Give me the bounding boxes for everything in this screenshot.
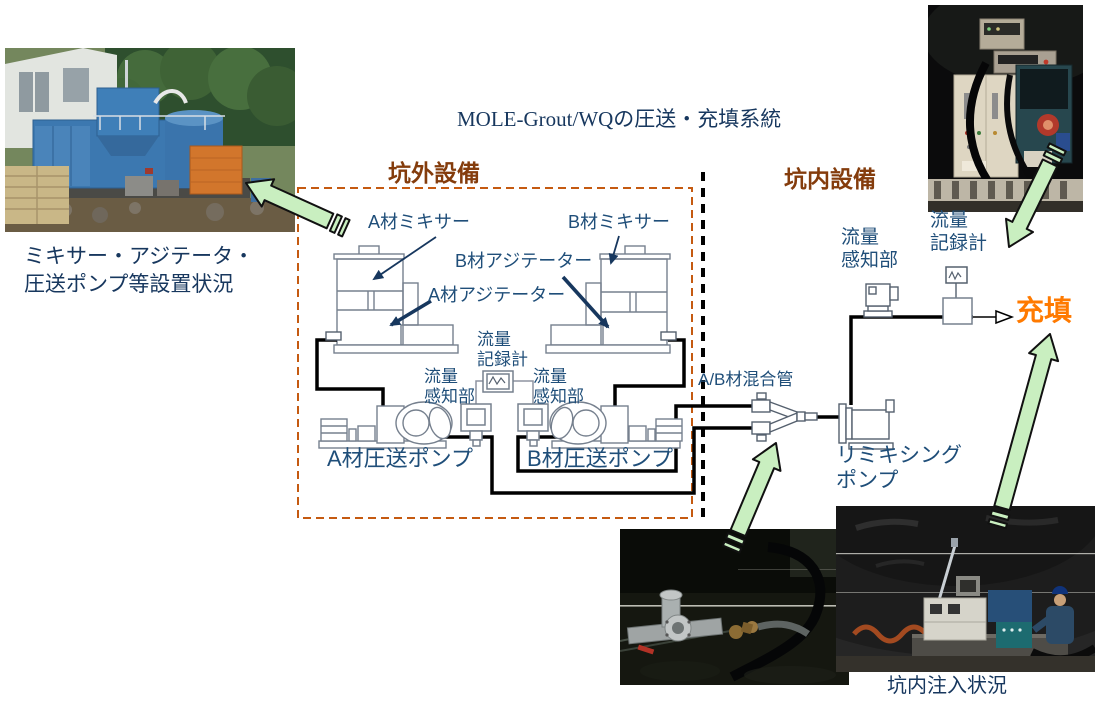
flow-recorder-center-drawing	[482, 370, 514, 393]
green-arrow-to-mixing-pipe	[721, 442, 782, 554]
fill-arrowhead	[995, 309, 1015, 325]
pump-b-label: B材圧送ポンプ	[527, 446, 674, 471]
photo-tunnel-pipes	[620, 529, 849, 685]
mixer-b-label: B材ミキサー	[568, 212, 671, 232]
mixer-a-pointer-arrow	[372, 236, 437, 281]
photo-tunnel-injection	[836, 506, 1095, 672]
pipe-pump-b-to-mixing	[516, 404, 766, 473]
inside-equipment-heading: 坑内設備	[784, 166, 876, 192]
flow-recorder-in-label: 流量 記録計	[930, 210, 988, 254]
pump-b-drawing	[549, 401, 683, 449]
flow-sensor-in-label: 流量 感知部	[841, 227, 899, 271]
mixer-b-drawing	[545, 245, 671, 354]
mixer-a-drawing	[333, 245, 459, 354]
outside-equipment-dashed-box	[297, 187, 693, 519]
tee-fitting-a	[325, 331, 342, 341]
pump-a-drawing	[318, 401, 453, 449]
agitator-b-pointer-arrow	[561, 275, 610, 329]
mixing-pipe-label: A/B材混合管	[698, 370, 794, 389]
flow-recorder-in-drawing	[942, 266, 973, 325]
green-callout-arrows	[245, 142, 1067, 554]
pipe-tank-b-to-pump-b	[613, 338, 686, 407]
annotation-arrows	[372, 235, 620, 329]
remix-pump-drawing	[838, 399, 895, 450]
photo-mixer-plant-art	[5, 48, 295, 232]
pipe-pump-a-to-mixing	[443, 426, 766, 495]
fill-label: 充填	[1016, 295, 1073, 326]
flow-recorder-center-label: 流量 記録計	[477, 330, 528, 370]
remix-pump-label: リミキシング ポンプ	[836, 444, 962, 493]
pipe-remix-pump-to-fill	[849, 315, 973, 405]
outside-equipment-heading: 坑外設備	[388, 160, 480, 186]
flow-sensor-b-drawing	[517, 403, 549, 447]
photo-flow-recorder-equipment	[928, 5, 1083, 212]
injection-photo-caption: 坑内注入状況	[887, 675, 1007, 697]
agitator-a-pointer-arrow	[389, 299, 432, 327]
green-arrow-to-fill	[987, 333, 1060, 530]
tee-fitting-b	[660, 331, 677, 341]
green-arrow-to-plant-photo	[245, 178, 351, 238]
plant-photo-caption: ミキサー・アジテータ・ 圧送ポンプ等設置状況	[24, 244, 255, 297]
mixing-pipe-drawing	[751, 392, 818, 442]
pipe-network	[315, 315, 973, 495]
mixer-b-pointer-arrow	[608, 235, 620, 265]
photo-tunnel-injection-art	[836, 506, 1095, 672]
pipe-tank-a-to-pump-a	[315, 338, 385, 407]
flow-sensor-a-label: 流量 感知部	[424, 367, 475, 407]
flow-sensor-b-label: 流量 感知部	[533, 367, 584, 407]
mixer-a-label: A材ミキサー	[368, 212, 471, 232]
green-arrow-from-recorder-photo	[1005, 142, 1067, 248]
flow-sensor-a-drawing	[460, 403, 492, 447]
photo-flow-recorder-art	[928, 5, 1083, 212]
flow-sensor-in-drawing	[863, 283, 899, 318]
photo-mixer-plant	[5, 48, 295, 232]
photo-tunnel-pipes-art	[620, 529, 849, 685]
pump-a-label: A材圧送ポンプ	[327, 446, 474, 471]
agitator-b-label: B材アジテーター	[455, 251, 593, 271]
agitator-a-label: A材アジテーター	[428, 285, 566, 305]
sensor-wiring	[475, 380, 534, 404]
page-title: MOLE-Grout/WQの圧送・充填系統	[457, 107, 782, 131]
